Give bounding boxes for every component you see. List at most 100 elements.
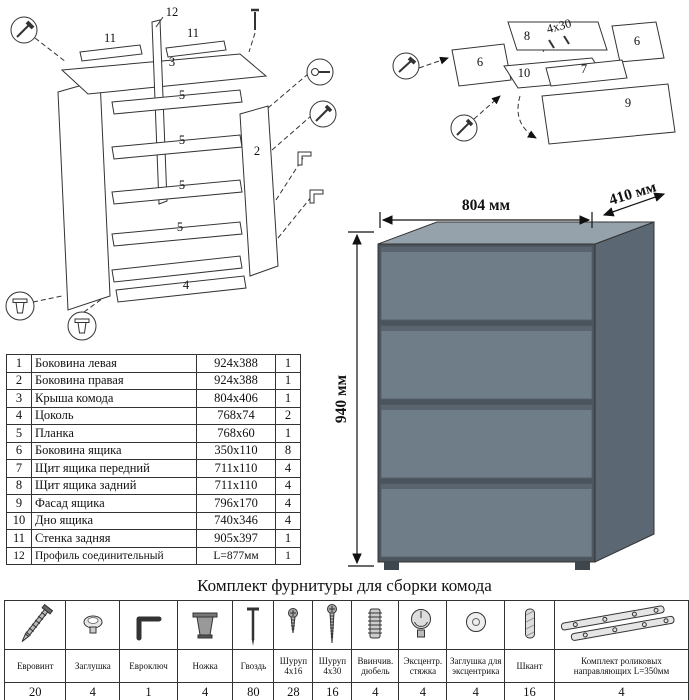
hardware-qty: 4 — [446, 682, 506, 700]
part-size: 768x74 — [196, 406, 276, 425]
euroscrew-callout-icon — [10, 16, 38, 44]
part-label-5: 5 — [179, 88, 185, 102]
height-dimension-label: 940 мм — [333, 374, 350, 423]
part-qty: 1 — [275, 371, 301, 390]
depth-dimension — [602, 192, 666, 217]
hardware-qty: 16 — [312, 682, 353, 700]
screw-in-dowel-icon — [368, 608, 383, 639]
part-label-12: 12 — [166, 5, 179, 19]
height-dimension — [348, 231, 374, 567]
hardware-name: Шкант — [504, 649, 555, 683]
parts-table: 1 Боковина левая 924x388 1 2 Боковина пр… — [6, 354, 301, 565]
parts-row: 8 Щит ящика задний 711x110 4 — [6, 476, 301, 495]
part-num: 3 — [6, 389, 32, 408]
drawer-slides-icon — [561, 605, 676, 641]
hardware-name: Ввинчив. дюбель — [351, 649, 400, 683]
hardware-name: Евровинт — [3, 649, 67, 683]
dresser-leg — [575, 562, 590, 570]
hardware-name: Заглушка для эксцентрика — [446, 649, 506, 683]
part-qty: 4 — [275, 476, 301, 495]
hardware-icon-cell — [232, 600, 275, 650]
part-qty: 4 — [275, 494, 301, 513]
part-qty: 1 — [275, 546, 301, 565]
part-name: Фасад ящика — [31, 494, 197, 513]
hardware-qty: 4 — [553, 682, 689, 700]
hardware-name: Эксцентр. стяжка — [398, 649, 448, 683]
part-name: Дно ящика — [31, 511, 197, 530]
hardware-icon-cell — [119, 600, 178, 650]
parts-row: 4 Цоколь 768x74 2 — [6, 406, 301, 425]
part-name: Щит ящика передний — [31, 459, 197, 478]
part-size: 711x110 — [196, 459, 276, 478]
drawer-exploded-diagram: 8 4x30 6 6 10 7 9 — [392, 16, 676, 145]
dresser-front-carcass — [377, 243, 596, 563]
part-label-11: 11 — [187, 26, 199, 40]
hardware-qty: 1 — [119, 682, 178, 700]
screw-size-label: 4x30 — [545, 16, 573, 36]
part-label-2: 2 — [254, 144, 260, 158]
nail-icon — [247, 607, 260, 646]
furniture-leg-icon — [192, 612, 218, 639]
hardware-name: Гвоздь — [232, 649, 275, 683]
part-qty: 1 — [275, 354, 301, 373]
part-num: 5 — [6, 424, 32, 443]
part-size: 768x60 — [196, 424, 276, 443]
part-label-10: 10 — [518, 66, 531, 80]
part-label-7: 7 — [581, 62, 587, 76]
part-size: 796x170 — [196, 494, 276, 513]
part-label-6: 6 — [477, 55, 483, 69]
part-size: 924x388 — [196, 371, 276, 390]
hardware-kit-title: Комплект фурнитуры для сборки комода — [197, 576, 492, 595]
assembly-diagram-canvas: 12 11 11 3 5 5 5 5 2 4 — [5, 5, 676, 570]
hardware-qty: 16 — [504, 682, 555, 700]
hardware-icon-cell — [398, 600, 448, 650]
part-name: Цоколь — [31, 406, 197, 425]
hardware-qty: 4 — [398, 682, 448, 700]
part-qty: 8 — [275, 441, 301, 460]
part-label-5: 5 — [177, 220, 183, 234]
dresser-drawers — [380, 246, 593, 558]
part-size: 905x397 — [196, 529, 276, 548]
part-label-5: 5 — [179, 133, 185, 147]
part-size: 924x388 — [196, 354, 276, 373]
hardware-icon-cell — [553, 600, 689, 650]
hardware-icon-cell — [65, 600, 121, 650]
hardware-icon-cell — [351, 600, 400, 650]
part-num: 2 — [6, 371, 32, 390]
part-num: 4 — [6, 406, 32, 425]
part-label-11: 11 — [104, 31, 116, 45]
part-size: 711x110 — [196, 476, 276, 495]
parts-row: 3 Крыша комода 804x406 1 — [6, 389, 301, 408]
parts-row: 11 Стенка задняя 905x397 1 — [6, 529, 301, 548]
part-name: Планка — [31, 424, 197, 443]
hardware-qty: 4 — [65, 682, 121, 700]
hardware-icon-cell — [3, 600, 67, 650]
hardware-table: Евровинт Заглушка Евроключ Ножка Гвоздь … — [3, 600, 689, 700]
part-num: 7 — [6, 459, 32, 478]
width-dimension-label: 804 мм — [462, 197, 511, 214]
leg-callout-icon — [5, 291, 35, 321]
part-name: Профиль соединительный — [31, 546, 197, 565]
hardware-icons-row — [3, 600, 689, 650]
screw-4x16-icon — [288, 608, 299, 634]
part-qty: 1 — [275, 529, 301, 548]
parts-row: 1 Боковина левая 924x388 1 — [6, 354, 301, 373]
dresser-side-face — [594, 221, 655, 563]
part-qty: 4 — [275, 511, 301, 530]
parts-row: 6 Боковина ящика 350x110 8 — [6, 441, 301, 460]
part-name: Стенка задняя — [31, 529, 197, 548]
dresser-leg — [384, 562, 399, 570]
parts-row: 12 Профиль соединительный L=877мм 1 — [6, 546, 301, 565]
part-size: 350x110 — [196, 441, 276, 460]
parts-row: 2 Боковина правая 924x388 1 — [6, 371, 301, 390]
part-num: 10 — [6, 511, 32, 530]
hardware-icon-cell — [504, 600, 555, 650]
part-num: 12 — [6, 546, 32, 565]
part-label-8: 8 — [524, 29, 530, 43]
hardware-name: Ножка — [176, 649, 234, 683]
parts-row: 10 Дно ящика 740x346 4 — [6, 511, 301, 530]
part-size: 740x346 — [196, 511, 276, 530]
hardware-qty: 28 — [273, 682, 314, 700]
part-name: Боковина ящика — [31, 441, 197, 460]
